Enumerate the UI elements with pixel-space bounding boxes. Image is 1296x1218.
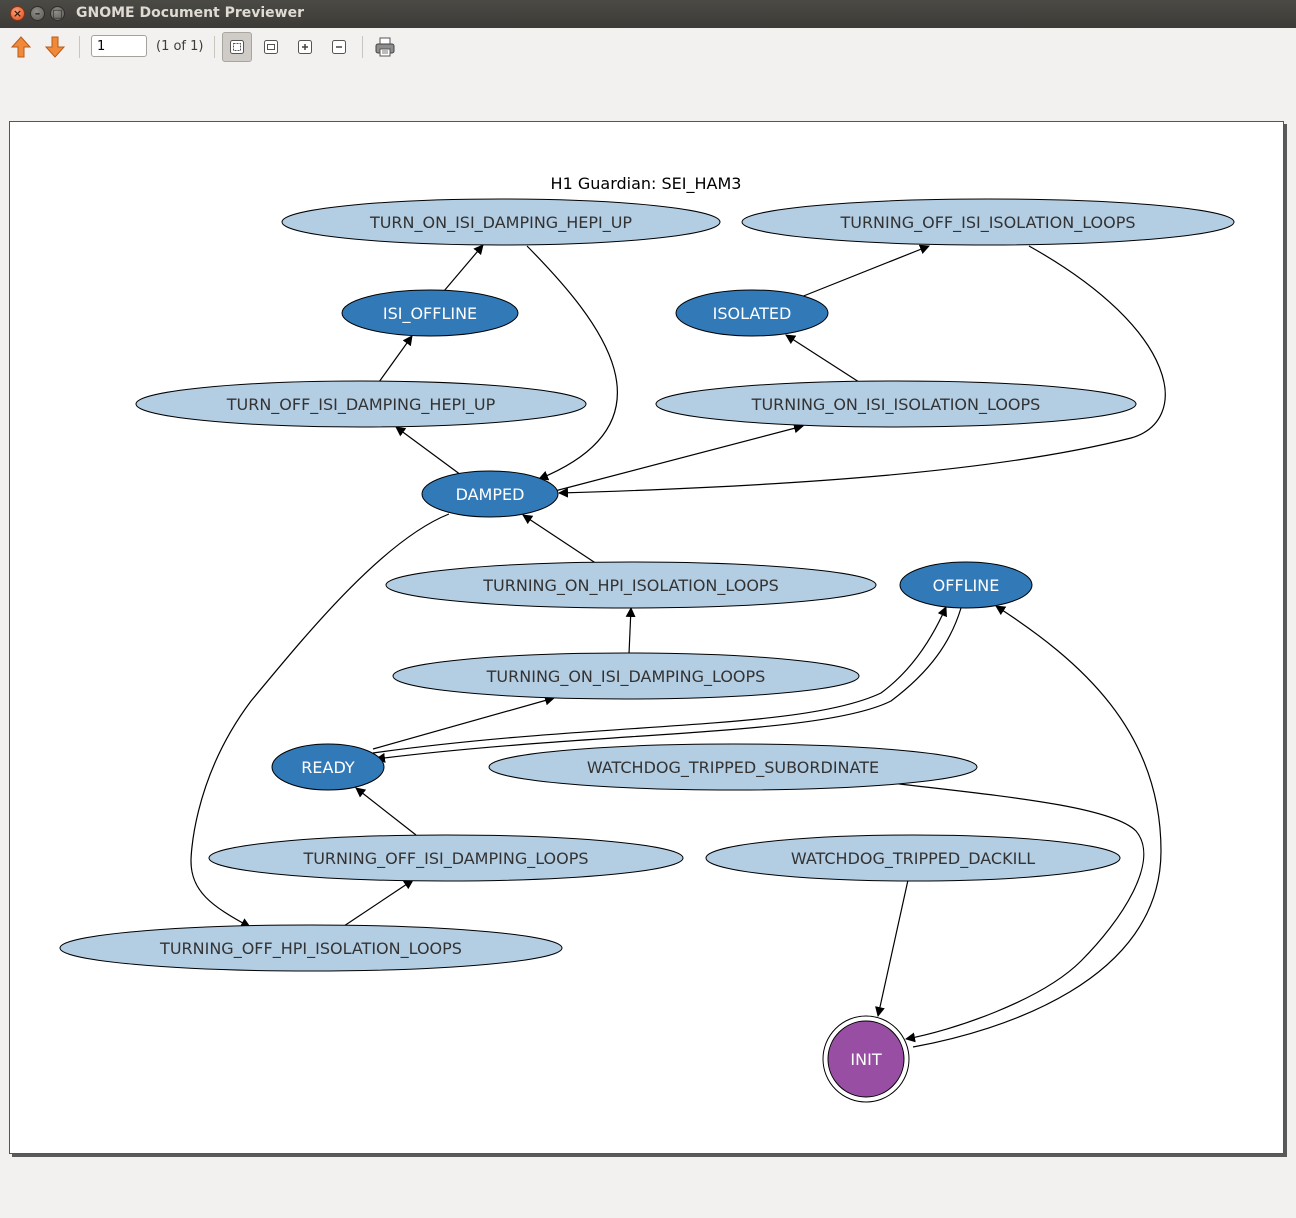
graph-node: READY (271, 743, 385, 791)
graph-node: WATCHDOG_TRIPPED_DACKILL (705, 834, 1121, 882)
graph-node: OFFLINE (899, 561, 1033, 609)
document-page: H1 Guardian: SEI_HAM3 TURN_ON_ISI_DAMPIN… (9, 121, 1284, 1154)
node-label: INIT (850, 1050, 881, 1069)
toolbar: (1 of 1) (0, 28, 1296, 70)
edge-ready-to-turning-on-isi-damping (372, 695, 555, 750)
arrow-up-icon (10, 36, 32, 58)
minimize-icon: – (34, 7, 41, 20)
best-fit-button[interactable] (222, 32, 252, 62)
node-label: TURNING_OFF_HPI_ISOLATION_LOOPS (159, 939, 462, 959)
title-bar: × – □ GNOME Document Previewer (0, 0, 1296, 28)
node-label: TURNING_OFF_ISI_ISOLATION_LOOPS (839, 213, 1135, 233)
zoom-width-icon (264, 40, 278, 54)
edge-turning-on-isi-damping-to-turning-on-hpi-isolation (625, 607, 636, 655)
toolbar-separator (79, 36, 80, 58)
zoom-fit-icon (230, 40, 244, 54)
zoom-out-icon (332, 40, 346, 54)
edge-damped-to-turn-off-hepi-up (395, 426, 462, 476)
node-label: WATCHDOG_TRIPPED_DACKILL (791, 849, 1035, 869)
edge-turning-on-isi-isolation-to-isolated (785, 334, 860, 383)
edge-dackill-to-init (875, 879, 909, 1017)
zoom-out-button[interactable] (324, 32, 354, 62)
edge-turning-off-hpi-isolation-to-turning-off-isi-damping (343, 879, 414, 927)
edge-turn-off-hepi-up-to-isi-offline (378, 335, 413, 383)
graph-node: ISI_OFFLINE (341, 289, 519, 337)
edges (190, 244, 1166, 1048)
toolbar-separator (362, 36, 363, 58)
node-label: ISOLATED (713, 304, 792, 323)
graph-title: H1 Guardian: SEI_HAM3 (551, 174, 742, 194)
edge-subordinate-to-init (890, 782, 1145, 1043)
edge-damped-to-turning-off-hpi-isolation (190, 513, 450, 928)
edge-init-to-offline (912, 605, 1162, 1048)
graph-node: TURNING_ON_ISI_DAMPING_LOOPS (392, 652, 860, 700)
graph-node: TURN_OFF_ISI_DAMPING_HEPI_UP (135, 380, 587, 428)
page-number-input[interactable] (91, 35, 147, 57)
previous-page-button[interactable] (6, 32, 36, 62)
graph-node-init: INIT (822, 1015, 910, 1103)
graph-node: TURNING_ON_HPI_ISOLATION_LOOPS (385, 561, 877, 609)
graph-node: WATCHDOG_TRIPPED_SUBORDINATE (488, 743, 978, 791)
node-label: WATCHDOG_TRIPPED_SUBORDINATE (587, 758, 879, 778)
print-button[interactable] (370, 32, 400, 62)
node-label: TURNING_ON_ISI_DAMPING_LOOPS (486, 667, 766, 687)
edge-isolated-to-turning-off-isi-isolation (800, 244, 930, 298)
node-label: TURNING_ON_HPI_ISOLATION_LOOPS (482, 576, 778, 596)
node-label: ISI_OFFLINE (383, 304, 477, 324)
zoom-in-icon (298, 40, 312, 54)
maximize-window-button[interactable]: □ (50, 6, 65, 21)
edge-turning-off-isi-isolation-to-damped (558, 245, 1166, 498)
close-icon: × (12, 7, 23, 20)
fit-width-button[interactable] (256, 32, 286, 62)
node-label: TURN_ON_ISI_DAMPING_HEPI_UP (369, 213, 632, 233)
graph-node: TURNING_OFF_HPI_ISOLATION_LOOPS (59, 924, 563, 972)
graph-node: DAMPED (421, 470, 559, 518)
node-label: TURN_OFF_ISI_DAMPING_HEPI_UP (226, 395, 496, 415)
edge-offline-to-ready (375, 607, 962, 763)
window-title: GNOME Document Previewer (76, 5, 305, 21)
node-label: READY (301, 758, 355, 777)
edge-turning-on-hpi-isolation-to-damped (522, 514, 598, 565)
node-label: TURNING_OFF_ISI_DAMPING_LOOPS (302, 849, 588, 869)
edge-turn-on-hepi-up-to-damped (526, 245, 619, 481)
printer-icon (375, 37, 395, 57)
graph-node: TURN_ON_ISI_DAMPING_HEPI_UP (281, 198, 721, 246)
graph-node: ISOLATED (675, 289, 829, 337)
edge-isi-offline-to-turn-on-hepi-up (443, 244, 484, 292)
toolbar-separator (214, 36, 215, 58)
status-area (0, 1160, 1296, 1217)
graph-node: TURNING_ON_ISI_ISOLATION_LOOPS (655, 380, 1137, 428)
zoom-in-button[interactable] (290, 32, 320, 62)
graph-node: TURNING_OFF_ISI_DAMPING_LOOPS (208, 834, 684, 882)
maximize-icon: □ (52, 7, 63, 20)
edge-turning-off-isi-damping-to-ready (355, 787, 417, 836)
arrow-down-icon (44, 36, 66, 58)
edge-ready-to-offline (372, 606, 947, 754)
page-count-label: (1 of 1) (156, 39, 204, 54)
close-window-button[interactable]: × (10, 6, 25, 21)
node-label: DAMPED (456, 485, 525, 504)
node-label: OFFLINE (933, 576, 1000, 595)
edge-damped-to-turning-on-isi-isolation (550, 423, 804, 493)
minimize-window-button[interactable]: – (30, 6, 45, 21)
node-label: TURNING_ON_ISI_ISOLATION_LOOPS (751, 395, 1041, 415)
next-page-button[interactable] (40, 32, 70, 62)
graph-node: TURNING_OFF_ISI_ISOLATION_LOOPS (741, 198, 1235, 246)
